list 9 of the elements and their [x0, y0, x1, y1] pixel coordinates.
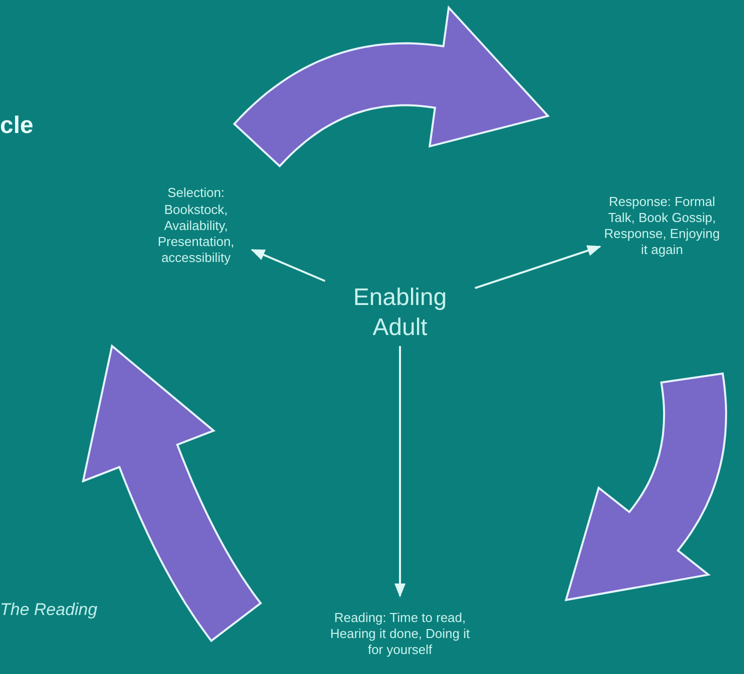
- node-label: Enabling Adult: [352, 283, 448, 343]
- title: cle: [0, 112, 34, 140]
- node-label: Response: Formal Talk, Book Gossip, Response, Enjoying it again: [603, 194, 721, 258]
- node-label: Reading: Time to read, Hearing it done, Doing it for yourself: [329, 610, 471, 658]
- node-label: Selection: Bookstock, Availability, Presentation, accessibility: [156, 185, 236, 267]
- source-note: The Reading: [0, 600, 98, 620]
- arrow: [394, 346, 406, 598]
- arrow: [250, 248, 326, 282]
- arrow: [474, 245, 602, 290]
